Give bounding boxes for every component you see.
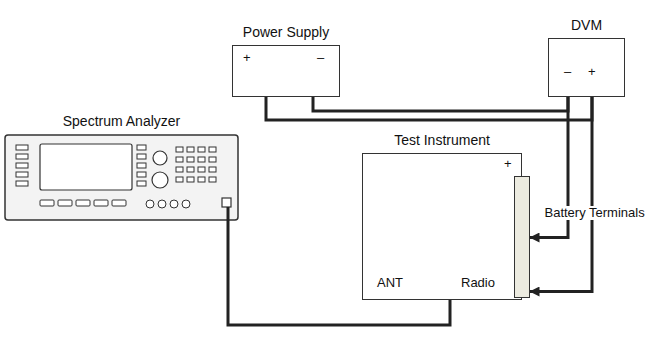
- polarity-sign: +: [243, 51, 251, 66]
- node-heading: DVM: [571, 17, 602, 33]
- softkey: [16, 163, 28, 168]
- key: [209, 157, 216, 162]
- key: [176, 177, 183, 182]
- knob: [153, 151, 167, 165]
- wire: [530, 97, 593, 292]
- power-supply-box: Power Supply+–: [232, 45, 340, 97]
- polarity-sign: –: [317, 51, 324, 66]
- softkey: [16, 145, 28, 150]
- wire-stub: [227, 207, 230, 220]
- key: [58, 200, 72, 206]
- key: [198, 157, 205, 162]
- softkey: [137, 172, 146, 177]
- port-label: Radio: [461, 276, 495, 291]
- softkey: [137, 145, 146, 150]
- softkey: [16, 172, 28, 177]
- node-heading: Spectrum Analyzer: [63, 113, 181, 129]
- key: [182, 200, 190, 208]
- key: [198, 167, 205, 172]
- key: [198, 177, 205, 182]
- key: [187, 177, 194, 182]
- softkey: [137, 163, 146, 168]
- softkey: [16, 154, 28, 159]
- wire: [266, 97, 592, 120]
- knob: [152, 172, 168, 188]
- analyzer-screen: [40, 144, 132, 190]
- rf-output-port: [222, 198, 231, 207]
- bottom-keys: [40, 200, 190, 208]
- spectrum-analyzer: Spectrum Analyzer: [5, 135, 238, 220]
- keypad: [176, 147, 216, 182]
- key: [76, 200, 90, 206]
- key: [209, 167, 216, 172]
- key: [198, 147, 205, 152]
- node-label: Battery Terminals: [543, 206, 647, 221]
- polarity-sign: –: [564, 65, 571, 80]
- port-label: ANT: [377, 276, 403, 291]
- key: [187, 167, 194, 172]
- key: [158, 200, 166, 208]
- key: [112, 200, 126, 206]
- dvm-box: DVM–+: [548, 38, 625, 97]
- terminal-polarity: +: [504, 157, 512, 172]
- key: [176, 147, 183, 152]
- key: [176, 167, 183, 172]
- softkey: [137, 181, 146, 186]
- key: [209, 177, 216, 182]
- node-heading: Power Supply: [243, 24, 329, 40]
- battery-terminal-strip: Battery Terminals: [514, 176, 530, 298]
- node-heading: Test Instrument: [394, 132, 490, 148]
- key: [146, 200, 154, 208]
- polarity-sign: +: [588, 65, 596, 80]
- key: [40, 200, 54, 206]
- softkeys: [16, 145, 146, 186]
- key: [176, 157, 183, 162]
- softkey: [16, 181, 28, 186]
- softkey: [137, 154, 146, 159]
- wire: [313, 97, 568, 111]
- key: [170, 200, 178, 208]
- key: [209, 147, 216, 152]
- key: [187, 147, 194, 152]
- key: [94, 200, 108, 206]
- analyzer-body: [5, 135, 238, 220]
- key: [187, 157, 194, 162]
